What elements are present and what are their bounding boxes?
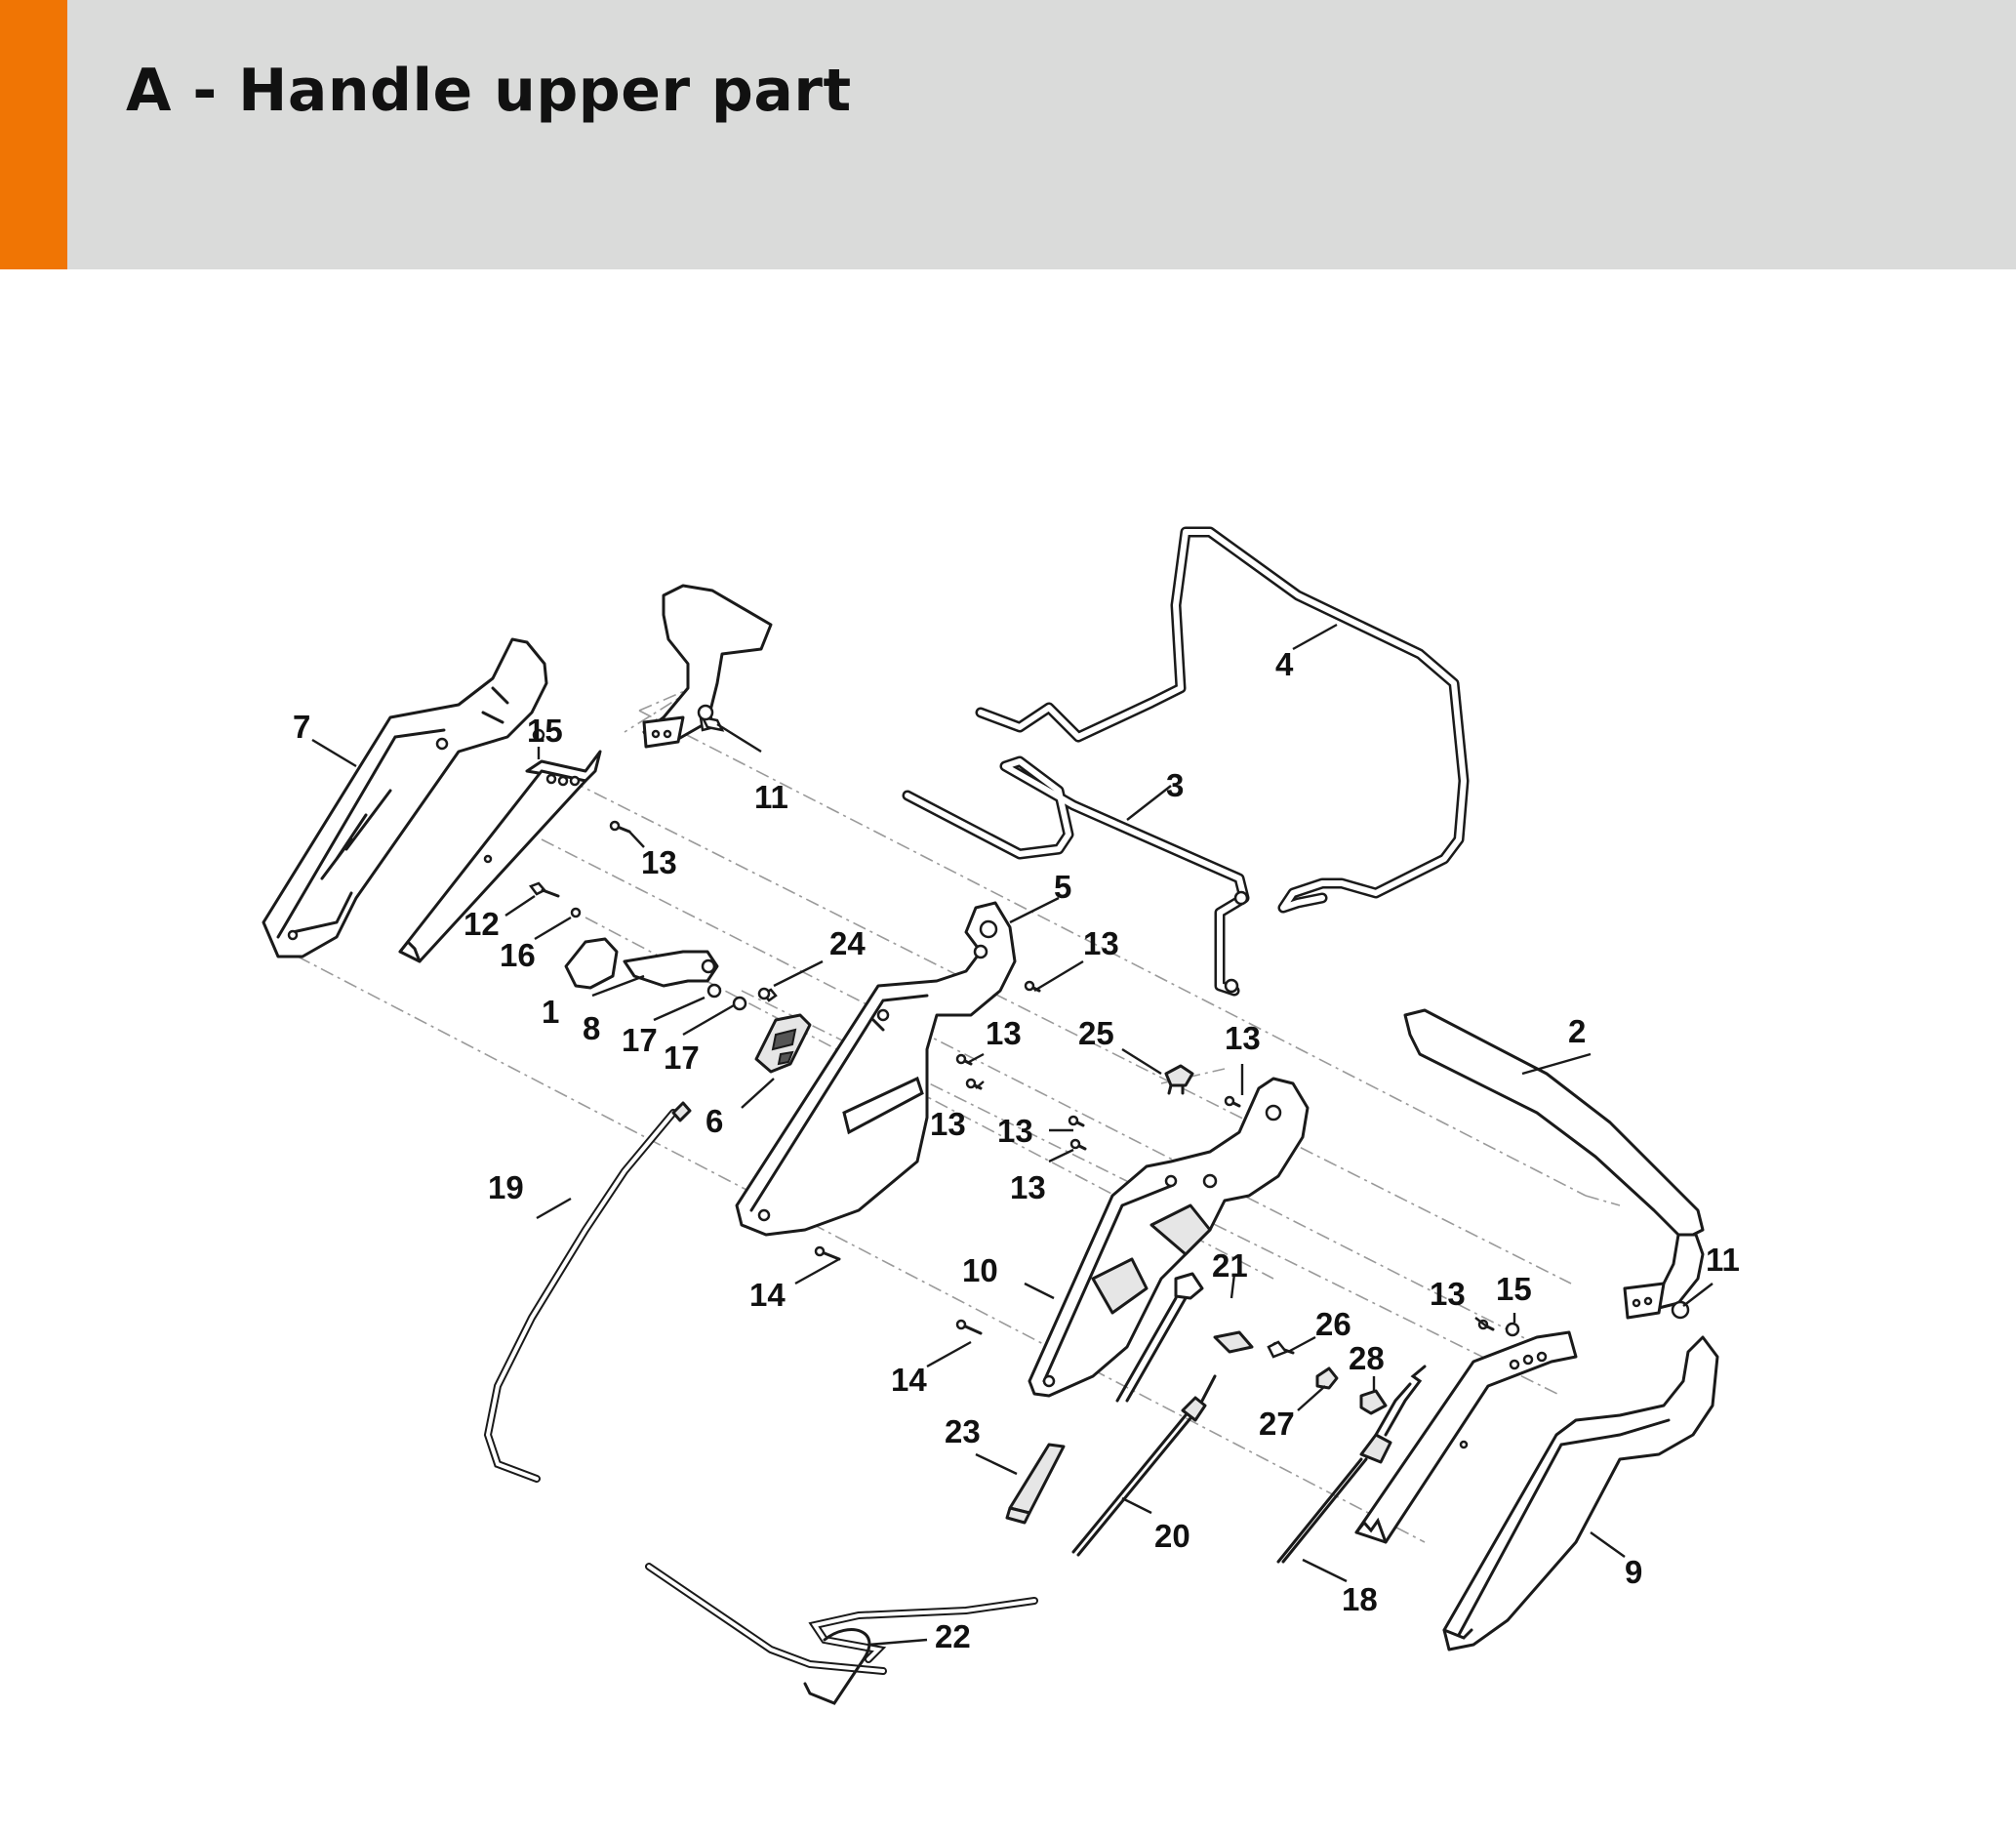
callout-14: 14 [891,1362,927,1398]
connector-part-23 [1005,1443,1066,1525]
callout-5: 5 [1054,869,1071,905]
callout-13: 13 [1010,1169,1046,1205]
cable-part-19 [483,1101,692,1483]
callout-28: 28 [1349,1340,1385,1376]
callout-14: 14 [749,1277,786,1313]
cable-part-18 [1276,1365,1427,1564]
callout-7: 7 [293,709,310,745]
callout-13: 13 [641,844,677,880]
cable-part-20 [1071,1374,1217,1557]
callout-leader-lines [311,623,1714,1647]
small-parts-right-cluster [1267,1340,1388,1415]
callout-10: 10 [962,1252,998,1288]
right-housing-part-10 [1028,1077,1310,1398]
callout-6: 6 [706,1103,723,1139]
callout-9: 9 [1625,1554,1642,1590]
header-bar [0,0,2016,269]
screw-part-24 [757,987,771,1000]
callout-labels: 7 15 11 4 3 13 12 16 1 8 17 17 24 5 13 1… [293,646,1740,1654]
callout-13: 13 [986,1015,1022,1051]
callout-21: 21 [1212,1247,1248,1284]
callout-15: 15 [527,713,563,749]
cable-clamp-part-6 [754,1013,812,1074]
callout-15: 15 [1496,1271,1532,1307]
cable-bundle-part-22 [645,1563,1038,1705]
left-handle-bracket [398,750,602,963]
callout-13: 13 [1430,1276,1466,1312]
callout-13: 13 [1225,1020,1261,1056]
orange-accent-bar [0,0,67,269]
screw-set [532,704,1690,1355]
callout-20: 20 [1154,1518,1190,1554]
handle-grip-part-2 [1403,1008,1705,1320]
callout-25: 25 [1078,1015,1114,1051]
callout-13: 13 [930,1106,966,1142]
callout-19: 19 [488,1169,524,1205]
callout-27: 27 [1259,1406,1295,1442]
callout-2: 2 [1568,1013,1586,1049]
control-housing-part-5 [735,901,1017,1237]
bail-bar-part-3 [902,755,1250,997]
callout-22: 22 [935,1618,971,1654]
callout-17: 17 [664,1040,700,1076]
switch-part-25 [1164,1064,1194,1095]
callout-26: 26 [1315,1306,1351,1342]
screw-15a [532,728,545,742]
callout-8: 8 [583,1010,600,1046]
callout-11: 11 [754,779,788,815]
bail-bar-part-4 [975,526,1470,914]
lever-part-21 [1115,1272,1254,1403]
callout-12: 12 [464,906,500,942]
callout-17: 17 [622,1022,658,1058]
small-parts-left-cluster [528,881,778,1011]
callout-13: 13 [1083,925,1119,961]
callout-11: 11 [1706,1242,1740,1278]
callout-13: 13 [997,1113,1033,1149]
callout-16: 16 [500,937,536,973]
right-grip-cover-part-9 [1442,1335,1719,1652]
callout-1: 1 [542,994,559,1030]
callout-4: 4 [1275,646,1294,682]
right-handle-bracket [1354,1330,1578,1544]
callout-18: 18 [1342,1581,1378,1617]
callout-23: 23 [945,1413,981,1449]
callout-24: 24 [829,925,866,961]
callout-3: 3 [1166,767,1184,803]
page-title: A - Handle upper part [126,57,852,125]
left-grip-cover-part-7 [262,637,548,958]
